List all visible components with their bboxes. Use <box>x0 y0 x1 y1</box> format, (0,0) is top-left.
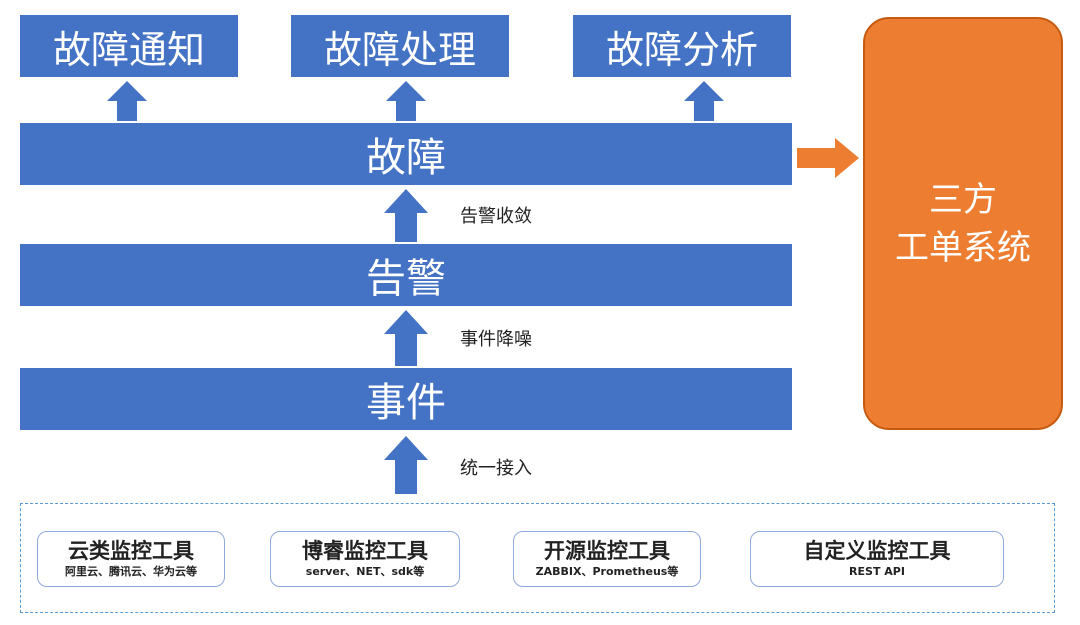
bonree-monitoring-tool: 博睿监控工具 server、NET、sdk等 <box>270 531 460 587</box>
fault-notify-box: 故障通知 <box>20 15 238 77</box>
third-party-line2: 工单系统 <box>895 227 1031 268</box>
arrow-up-icon <box>386 81 426 121</box>
alert-bar: 告警 <box>20 244 792 306</box>
converge-label: 告警收敛 <box>460 206 532 227</box>
arrow-up-icon <box>684 81 724 121</box>
tool-title: 云类监控工具 <box>68 538 194 563</box>
tool-subtitle: server、NET、sdk等 <box>305 565 425 578</box>
tool-title: 自定义监控工具 <box>803 538 951 563</box>
tool-subtitle: 阿里云、腾讯云、华为云等 <box>65 565 197 578</box>
third-party-ticket-system: 三方 工单系统 <box>863 17 1063 430</box>
event-bar: 事件 <box>20 368 792 430</box>
denoise-label: 事件降噪 <box>460 329 532 350</box>
arrow-up-icon <box>107 81 147 121</box>
tool-subtitle: REST API <box>849 565 905 578</box>
third-party-line1: 三方 <box>929 179 997 220</box>
ingest-label: 统一接入 <box>460 458 532 479</box>
fault-handle-box: 故障处理 <box>291 15 509 77</box>
tool-title: 开源监控工具 <box>544 538 670 563</box>
tool-subtitle: ZABBIX、Prometheus等 <box>535 565 679 578</box>
arrow-up-icon <box>384 189 428 242</box>
custom-monitoring-tool: 自定义监控工具 REST API <box>750 531 1004 587</box>
cloud-monitoring-tool: 云类监控工具 阿里云、腾讯云、华为云等 <box>37 531 225 587</box>
tool-title: 博睿监控工具 <box>302 538 428 563</box>
arrow-up-icon <box>384 310 428 366</box>
arrow-up-icon <box>384 436 428 494</box>
monitoring-tools-group <box>20 503 1055 613</box>
fault-analysis-box: 故障分析 <box>573 15 791 77</box>
arrow-right-icon <box>797 138 859 178</box>
fault-bar: 故障 <box>20 123 792 185</box>
opensource-monitoring-tool: 开源监控工具 ZABBIX、Prometheus等 <box>513 531 701 587</box>
